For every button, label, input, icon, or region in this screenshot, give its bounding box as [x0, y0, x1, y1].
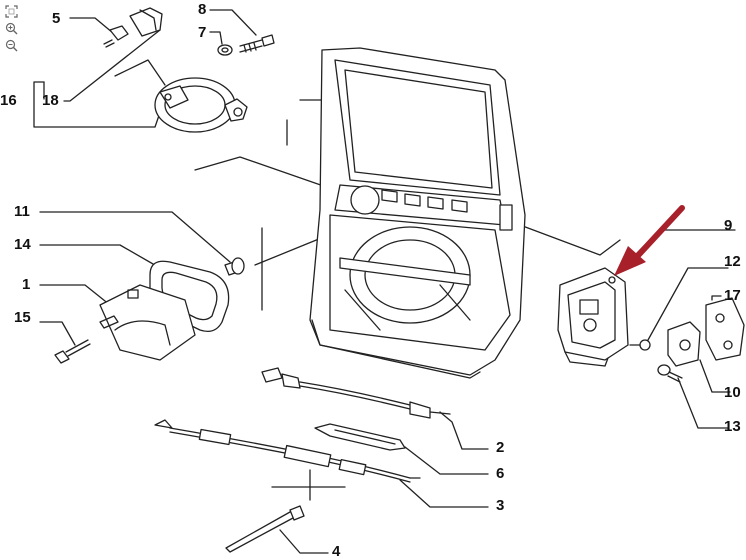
callout-13: 13 — [724, 418, 741, 435]
callout-8: 8 — [198, 1, 207, 18]
zoom-in-icon[interactable] — [4, 21, 18, 35]
callout-10: 10 — [724, 384, 741, 401]
door-frame — [309, 47, 526, 379]
part-11-clip — [224, 257, 245, 276]
callout-1: 1 — [22, 276, 31, 293]
part-17-plate — [705, 297, 745, 361]
highlight-arrow-icon — [614, 205, 685, 276]
part-13-screw — [657, 364, 683, 383]
part-10-striker — [667, 321, 701, 367]
callout-12: 12 — [724, 253, 741, 270]
part-1-inner-handle — [99, 284, 196, 361]
callout-14: 14 — [14, 236, 31, 253]
part-18-flap-housing — [154, 77, 248, 133]
callout-5: 5 — [52, 10, 61, 27]
zoom-out-icon[interactable] — [4, 38, 18, 52]
callout-2: 2 — [496, 439, 505, 456]
part-7-washer — [217, 44, 233, 56]
callout-17: 17 — [724, 287, 741, 304]
callout-16: 16 — [0, 92, 17, 109]
callout-3: 3 — [496, 497, 505, 514]
part-12-screw — [629, 339, 651, 351]
part-8-screw — [239, 34, 275, 53]
callout-11: 11 — [14, 203, 30, 220]
part-9-door-lock — [557, 267, 629, 367]
fit-page-icon[interactable] — [4, 4, 18, 18]
callout-18: 18 — [42, 92, 59, 109]
callout-6: 6 — [496, 465, 505, 482]
callout-15: 15 — [14, 309, 31, 326]
part-4-cable-tie — [225, 505, 305, 553]
part-5-screw-cap — [103, 7, 163, 48]
viewer-toolbar — [4, 4, 20, 52]
callout-4: 4 — [332, 543, 341, 560]
callout-7: 7 — [198, 24, 207, 41]
part-2-cable — [261, 367, 451, 419]
part-3-cable — [154, 419, 421, 483]
part-15-screw — [54, 339, 91, 364]
part-6-strap — [314, 423, 406, 451]
callout-9: 9 — [724, 217, 733, 234]
